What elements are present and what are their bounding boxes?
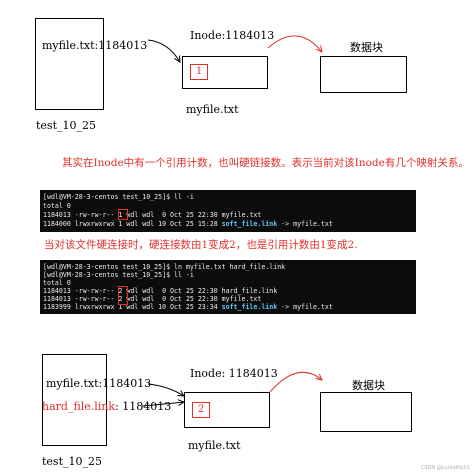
term2-row2: 1184013 -rw-rw-r-- 2 wdl wdl 0 Oct 25 22… [43,295,262,303]
terminal-2: [wdl@VM-28-3-centos test_10_25]$ ln myfi… [40,260,416,314]
hard-link-inode: : 1184013 [115,400,172,413]
watermark: CSDN @LuckyRich1 [420,465,470,471]
hard-link-name: hard_file.link [42,400,116,413]
term1-row1: 1184013 -rw-rw-r-- 1 wdl wdl 0 Oct 25 22… [43,211,262,219]
hardlink-to-inode-arrow-bottom [141,402,184,407]
term2-count-highlight [118,286,128,305]
inode-caption-top: myfile.txt [186,103,239,116]
terminal-1: [wdl@VM-28-3-centos test_10_25]$ ll -i t… [40,190,416,232]
inode-box-top [182,56,268,89]
inode-to-block-arrow-top [267,35,322,52]
inode-label-top: Inode:1184013 [190,29,275,42]
term2-prompt1: [wdl@VM-28-3-centos test_10_25]$ ln myfi… [43,263,286,271]
term1-count-highlight [118,209,128,220]
term2-row3: 1183999 lrwxrwxrwx 1 wdl wdl 10 Oct 25 2… [43,303,333,311]
ref-count-box-top: 1 [190,64,208,80]
data-block-box-top [320,56,407,93]
dir-to-inode-arrow-top [147,39,180,62]
directory-box-bottom [42,354,107,446]
term1-row1-count: 1 [118,211,123,219]
note-ref-count: 其实在Inode中有一个引用计数，也叫硬链接数。表示当前对该Inode有几个映射… [62,157,469,169]
term1-soft-link: soft_file.link [221,220,278,228]
inode-caption-bottom: myfile.txt [188,439,241,452]
data-block-box-bottom [320,392,412,432]
directory-box-top [35,18,104,110]
dir-filename-bottom: myfile.txt:1184013 [46,377,152,390]
term2-soft-link: soft_file.link [221,303,278,311]
term2-row1: 1184013 -rw-rw-r-- 2 wdl wdl 0 Oct 25 22… [43,287,278,295]
data-block-label-top: 数据块 [350,41,383,54]
data-block-label-bottom: 数据块 [352,379,385,392]
note-hard-link: 当对该文件硬连接时，硬连接数由1变成2，也是引用计数由1变成2. [44,239,358,251]
inode-label-bottom: Inode: 1184013 [190,367,278,380]
term1-total: total 0 [43,202,71,210]
term2-prompt2: [wdl@VM-28-3-centos test_10_25]$ ll -i [43,271,194,279]
term2-row1-count: 2 [118,287,123,295]
dir-to-inode-arrow-bottom [147,383,184,396]
term1-row2: 1184000 lrwxrwxrwx 1 wdl wdl 10 Oct 25 1… [43,220,333,228]
inode-box-bottom [184,392,270,428]
dir-filename-top: myfile.txt:1184013 [42,39,148,52]
ref-count-box-bottom: 2 [192,402,210,418]
hard-link-row-bottom: hard_file.link: 1184013 [42,401,171,412]
dir-label-bottom: test_10_25 [42,455,102,468]
term2-row2-count: 2 [118,295,123,303]
inode-to-block-arrow-bottom [269,371,322,393]
term1-prompt: [wdl@VM-28-3-centos test_10_25]$ ll -i [43,193,194,201]
term2-total: total 0 [43,279,71,287]
dir-label-top: test_10_25 [36,119,96,132]
